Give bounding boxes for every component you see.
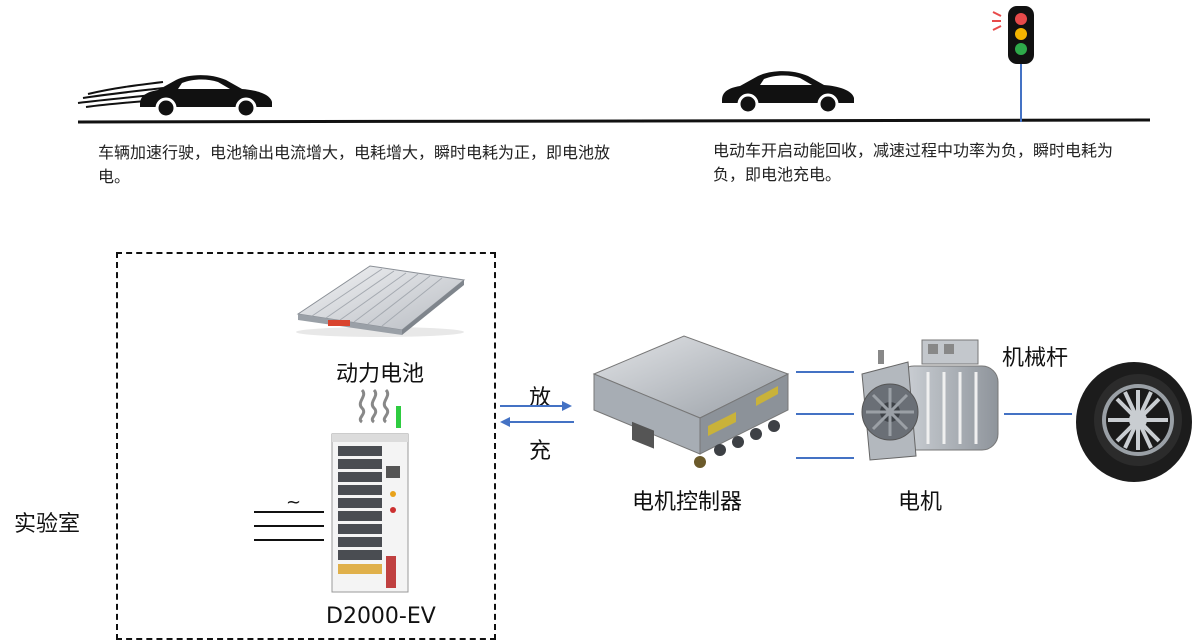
battery-label: 动力电池 (336, 362, 425, 387)
motor-icon (861, 339, 999, 461)
road-line (77, 118, 1151, 124)
motor-label: 电机 (898, 490, 943, 515)
heat-waves-icon (358, 388, 390, 424)
motor-controller-icon (592, 335, 790, 468)
controller-label: 电机控制器 (632, 490, 743, 515)
phase-lines (796, 371, 854, 459)
tester-label: D2000-EV (326, 604, 436, 629)
ac-supply-lines (254, 511, 324, 541)
accelerate-caption: 车辆加速行驶，电池输出电流增大，电耗增大，瞬时电耗为正，即电池放电。 (98, 143, 611, 186)
discharge-label: 放 (529, 386, 552, 411)
energy-flow-arrows (500, 401, 574, 427)
shaft-label: 机械杆 (1002, 346, 1069, 371)
braking-car-icon (722, 71, 854, 115)
charge-label: 充 (529, 439, 552, 464)
regen-caption: 电动车开启动能回收，减速过程中功率为负，瞬时电耗为负，即电池充电。 (713, 141, 1114, 184)
battery-pack-icon (296, 265, 466, 337)
lab-boundary (116, 252, 496, 640)
lab-label: 实验室 (14, 512, 81, 537)
test-cabinet-icon (331, 406, 409, 593)
accelerating-car-icon (140, 75, 272, 119)
mechanical-shaft-line (1004, 413, 1072, 415)
traffic-light-icon (992, 6, 1034, 122)
ac-symbol: ~ (286, 492, 302, 513)
wheel-icon (1076, 362, 1192, 482)
